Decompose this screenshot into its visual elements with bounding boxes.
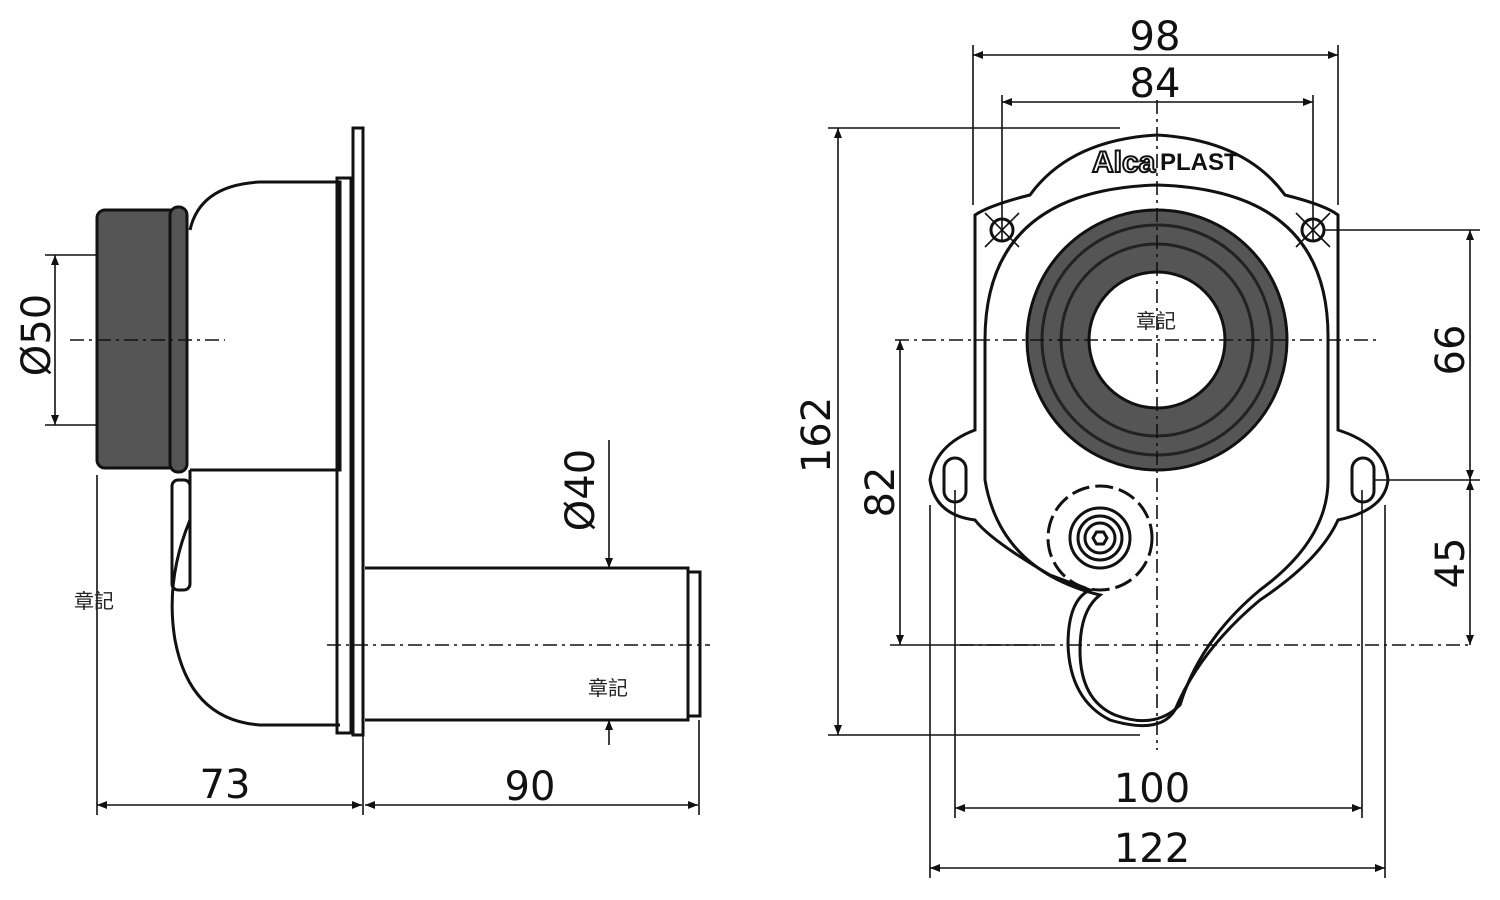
dim-90: 90 — [505, 764, 556, 810]
cleanout-knob — [1046, 484, 1154, 592]
cleanout-cap — [170, 478, 192, 592]
dim-o50: Ø50 — [14, 294, 60, 376]
drain-pipe — [365, 566, 690, 722]
siphon-body — [170, 180, 342, 727]
hex-socket-icon — [1091, 530, 1109, 546]
side-view: Ø50 Ø40 73 90 — [14, 126, 710, 815]
mounting-plate-outline — [928, 133, 1390, 728]
mounting-plate — [351, 126, 365, 737]
dim-84: 84 — [1130, 61, 1181, 107]
dim-122: 122 — [1114, 826, 1190, 872]
dim-82: 82 — [858, 467, 904, 518]
mounting-plate-outer — [335, 176, 353, 735]
dim-162: 162 — [794, 397, 840, 473]
pipe-end — [686, 570, 702, 718]
dim-100: 100 — [1114, 766, 1190, 812]
svg-text:PLAST: PLAST — [1160, 149, 1239, 176]
outlet-seal — [95, 208, 179, 470]
dim-o40: Ø40 — [558, 449, 604, 531]
watermark: 章記 — [74, 589, 114, 613]
dim-73: 73 — [200, 762, 251, 808]
watermark: 章記 — [588, 676, 628, 700]
dim-98: 98 — [1130, 14, 1181, 60]
front-view: Alca PLAST 98 84 162 82 66 45 100 122 — [794, 14, 1480, 878]
alcaplast-logo: Alca PLAST — [1091, 145, 1239, 180]
dim-66: 66 — [1428, 325, 1474, 376]
dim-45: 45 — [1428, 538, 1474, 589]
watermark: 章記 — [1136, 309, 1176, 333]
svg-text:Alca: Alca — [1092, 146, 1156, 179]
